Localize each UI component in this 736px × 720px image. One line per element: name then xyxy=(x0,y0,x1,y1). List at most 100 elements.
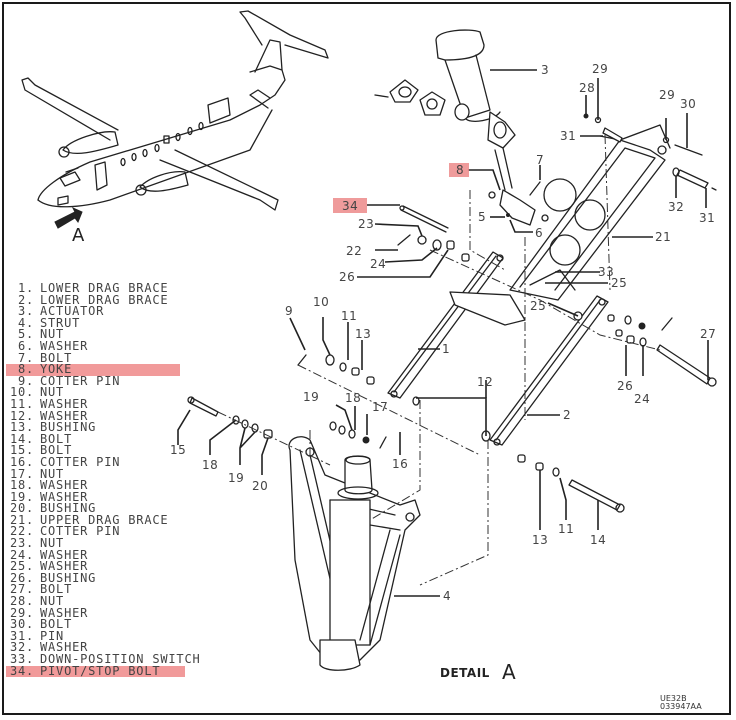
part-name: BOLT xyxy=(40,350,73,365)
part-number: 33. xyxy=(10,652,35,666)
parts-list-item: 33. DOWN-POSITION SWITCH xyxy=(10,652,220,666)
part-number: 20. xyxy=(10,501,35,516)
part-number: 13. xyxy=(10,420,35,435)
part-name: BOLT xyxy=(40,443,73,458)
callout-19-a: 19 xyxy=(228,471,244,485)
part-number: 25. xyxy=(10,559,35,574)
part-name: COTTER PIN xyxy=(40,454,121,469)
callout-27: 27 xyxy=(700,327,716,341)
parts-list-item: 13. BUSHING xyxy=(10,420,220,435)
part-number: 15. xyxy=(10,443,35,458)
part-number: 7. xyxy=(17,350,34,365)
part-number: 10. xyxy=(10,385,35,400)
part-name: BOLT xyxy=(40,582,73,597)
part-name: COTTER PIN xyxy=(40,373,121,388)
callout-34-highlight xyxy=(333,198,367,213)
part-number: 16. xyxy=(10,454,35,469)
part-name: BOLT xyxy=(40,431,73,446)
callout-11-b: 11 xyxy=(558,522,574,536)
callout-25-a: 25 xyxy=(611,276,627,290)
cabin-windows xyxy=(57,97,231,206)
parts-list-item: 20. BUSHING xyxy=(10,501,220,516)
parts-list-item: 27. BOLT xyxy=(10,582,220,597)
parts-list-item: 6. WASHER xyxy=(10,338,220,353)
parts-list-item: 15. BOLT xyxy=(10,443,220,458)
callout-2: 2 xyxy=(563,408,571,422)
hardware-row-upper-right xyxy=(573,311,717,387)
part-name: WASHER xyxy=(40,478,89,493)
part-name: BUSHING xyxy=(40,570,97,585)
part-name: WASHER xyxy=(40,547,89,562)
parts-list-item: 23. NUT xyxy=(10,536,220,551)
part-number: 6. xyxy=(17,338,34,353)
callout-22: 22 xyxy=(346,244,362,258)
part-number: 29. xyxy=(10,605,35,620)
parts-list-item-highlighted: 34. PIVOT/STOP BOLT xyxy=(6,663,185,678)
callout-1: 1 xyxy=(442,342,450,356)
part-name: PIVOT/STOP BOLT xyxy=(40,663,161,678)
part-number: 27. xyxy=(10,582,35,597)
callout-7: 7 xyxy=(536,153,544,167)
part-name: LOWER DRAG BRACE xyxy=(40,292,169,307)
part-number: 28. xyxy=(10,594,35,609)
parts-list-item: 11.WASHER xyxy=(10,396,220,411)
callout-30: 30 xyxy=(680,97,696,111)
part-number: 5. xyxy=(17,327,34,342)
parts-list-item: 4.STRUT xyxy=(10,315,220,330)
callout-13-b: 13 xyxy=(532,533,548,547)
part-name: COTTER PIN xyxy=(40,524,121,539)
part-name: PIN xyxy=(40,628,65,643)
part-name: NUT xyxy=(40,466,65,481)
part-number: 14. xyxy=(10,431,35,446)
part-number: 22. xyxy=(10,524,35,539)
callout-24-b: 24 xyxy=(634,392,650,406)
part-number: 34. xyxy=(10,663,35,678)
part-name: NUT xyxy=(40,536,65,551)
view-arrow-label: A xyxy=(72,225,85,246)
callout-3: 3 xyxy=(541,63,549,77)
part-number: 12. xyxy=(10,408,35,423)
callout-5: 5 xyxy=(478,210,486,224)
parts-list-item: 12. WASHER xyxy=(10,408,220,423)
part-name: WASHER xyxy=(40,338,89,353)
part-number: 9. xyxy=(17,373,34,388)
part-name: DOWN-POSITION SWITCH xyxy=(40,652,201,666)
part-name: NUT xyxy=(40,385,65,400)
callout-33: 33 xyxy=(598,265,614,279)
parts-list-item: 5.NUT xyxy=(10,327,220,342)
part-name: WASHER xyxy=(40,559,89,574)
part-name: BUSHING xyxy=(40,420,97,435)
lower-drag-brace-1-part xyxy=(387,251,526,399)
parts-list-item: 28.NUT xyxy=(10,594,220,609)
callout-34: 34 xyxy=(342,199,358,213)
callout-29-b: 29 xyxy=(659,88,675,102)
callout-29-a: 29 xyxy=(592,62,608,76)
callout-12: 12 xyxy=(477,375,493,389)
callout-32: 32 xyxy=(668,200,684,214)
parts-list-item: 19.WASHER xyxy=(10,491,220,504)
part-number: 23. xyxy=(10,536,35,551)
part-name: WASHER xyxy=(40,640,89,655)
parts-list-item: 21.UPPER DRAG BRACE xyxy=(10,512,220,527)
part-number: 21. xyxy=(10,512,35,527)
part-number: 11. xyxy=(10,396,35,411)
parts-list-item: 7. BOLT xyxy=(10,350,220,365)
callout-31-a: 31 xyxy=(560,129,576,143)
callout-8: 8 xyxy=(456,163,464,177)
parts-list-item: 22. COTTER PIN xyxy=(10,524,220,539)
parts-list-item: 2.LOWER DRAG BRACE xyxy=(10,292,220,307)
parts-list-item: 10. NUT xyxy=(10,385,220,400)
part-number: 26. xyxy=(10,570,35,585)
callout-25-b: 25 xyxy=(530,299,546,313)
parts-list-item: 17.NUT xyxy=(10,466,220,481)
part-name: LOWER DRAG BRACE xyxy=(40,281,169,295)
callout-23: 23 xyxy=(358,217,374,231)
parts-list-item: 14. BOLT xyxy=(10,431,220,446)
part-name: WASHER xyxy=(40,408,89,423)
parts-list-item: 3.ACTUATOR xyxy=(10,305,220,318)
pivot-stop-bolt-part xyxy=(397,205,470,262)
part-name: BUSHING xyxy=(40,501,97,516)
part-number: 4. xyxy=(17,315,34,330)
